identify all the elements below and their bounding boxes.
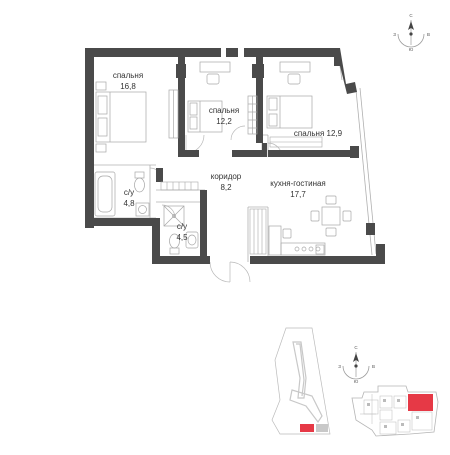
- floor-map: [351, 385, 439, 437]
- wardrobe-icon: [247, 95, 258, 135]
- compass-east-label: В: [427, 32, 430, 37]
- toilet-icon: [134, 171, 145, 193]
- room-name: кухня-гостиная: [270, 179, 326, 188]
- wardrobe-icon: [160, 136, 323, 255]
- building-block: [316, 424, 328, 432]
- compass-icon: [397, 20, 425, 48]
- room-area: 4,5: [176, 233, 188, 242]
- compass-west-label: З: [393, 32, 396, 37]
- compass-south-label: Ю: [354, 379, 359, 384]
- toilet-icon: [169, 233, 180, 255]
- room-name: спальня: [209, 106, 239, 115]
- compass-west-label: З: [338, 364, 341, 369]
- room-name: спальня 12,9: [294, 129, 343, 138]
- interior-partitions: [94, 65, 377, 262]
- room-name: с/у: [124, 188, 134, 197]
- bed-icon: [266, 95, 313, 129]
- room-label-bedroom-1: спальня 16,8: [113, 71, 143, 91]
- floor-outline: [351, 385, 439, 437]
- building-outline: [289, 341, 323, 424]
- room-area: 4,8: [123, 199, 135, 208]
- bed-icon: [95, 81, 147, 153]
- shower-icon: [163, 205, 185, 227]
- sink-icon: [185, 231, 199, 249]
- compass-north-label: С: [409, 13, 413, 18]
- room-label-bedroom-3: спальня 12,9: [294, 129, 343, 138]
- compass-top: С Ю З В: [393, 13, 430, 52]
- room-label-bedroom-2: спальня 12,2: [209, 106, 239, 126]
- wardrobe-icon: [168, 89, 179, 139]
- room-area: 16,8: [120, 82, 136, 91]
- room-name: с/у: [177, 222, 187, 231]
- washing-machine-icon: [135, 202, 150, 217]
- kitchen-counter-icon: [268, 225, 326, 256]
- compass-north-label: С: [354, 345, 358, 350]
- room-area: 8,2: [220, 183, 232, 192]
- room-area: 12,2: [216, 117, 232, 126]
- bed-icon: [187, 100, 223, 133]
- site-map: [271, 327, 331, 435]
- compass-bottom: С Ю З В: [338, 345, 375, 384]
- room-label-bathroom-2: с/у 4,5: [176, 222, 188, 242]
- highlighted-apartment: [408, 394, 433, 411]
- walls: [85, 48, 385, 264]
- room-name: коридор: [211, 172, 242, 181]
- room-name: спальня: [113, 71, 143, 80]
- desk-icon: [279, 61, 311, 85]
- room-area: 17,7: [290, 190, 306, 199]
- room-label-corridor: коридор 8,2: [211, 172, 242, 192]
- site-boundary: [271, 327, 331, 435]
- compass-south-label: Ю: [409, 47, 414, 52]
- floor-plan: спальня 16,8 спальня 12,2 спальня 12,9 к…: [85, 48, 385, 283]
- room-label-kitchen-living: кухня-гостиная 17,7: [270, 179, 326, 199]
- room-label-bathroom-1: с/у 4,8: [123, 188, 135, 208]
- floor-units: [360, 394, 433, 435]
- compass-icon: [342, 352, 370, 380]
- compass-east-label: В: [372, 364, 375, 369]
- bathtub-icon: [94, 171, 116, 217]
- desk-icon: [199, 61, 231, 85]
- dining-table-icon: [310, 195, 352, 237]
- highlighted-apartment: [300, 424, 314, 432]
- floor-unit-details: [367, 399, 419, 428]
